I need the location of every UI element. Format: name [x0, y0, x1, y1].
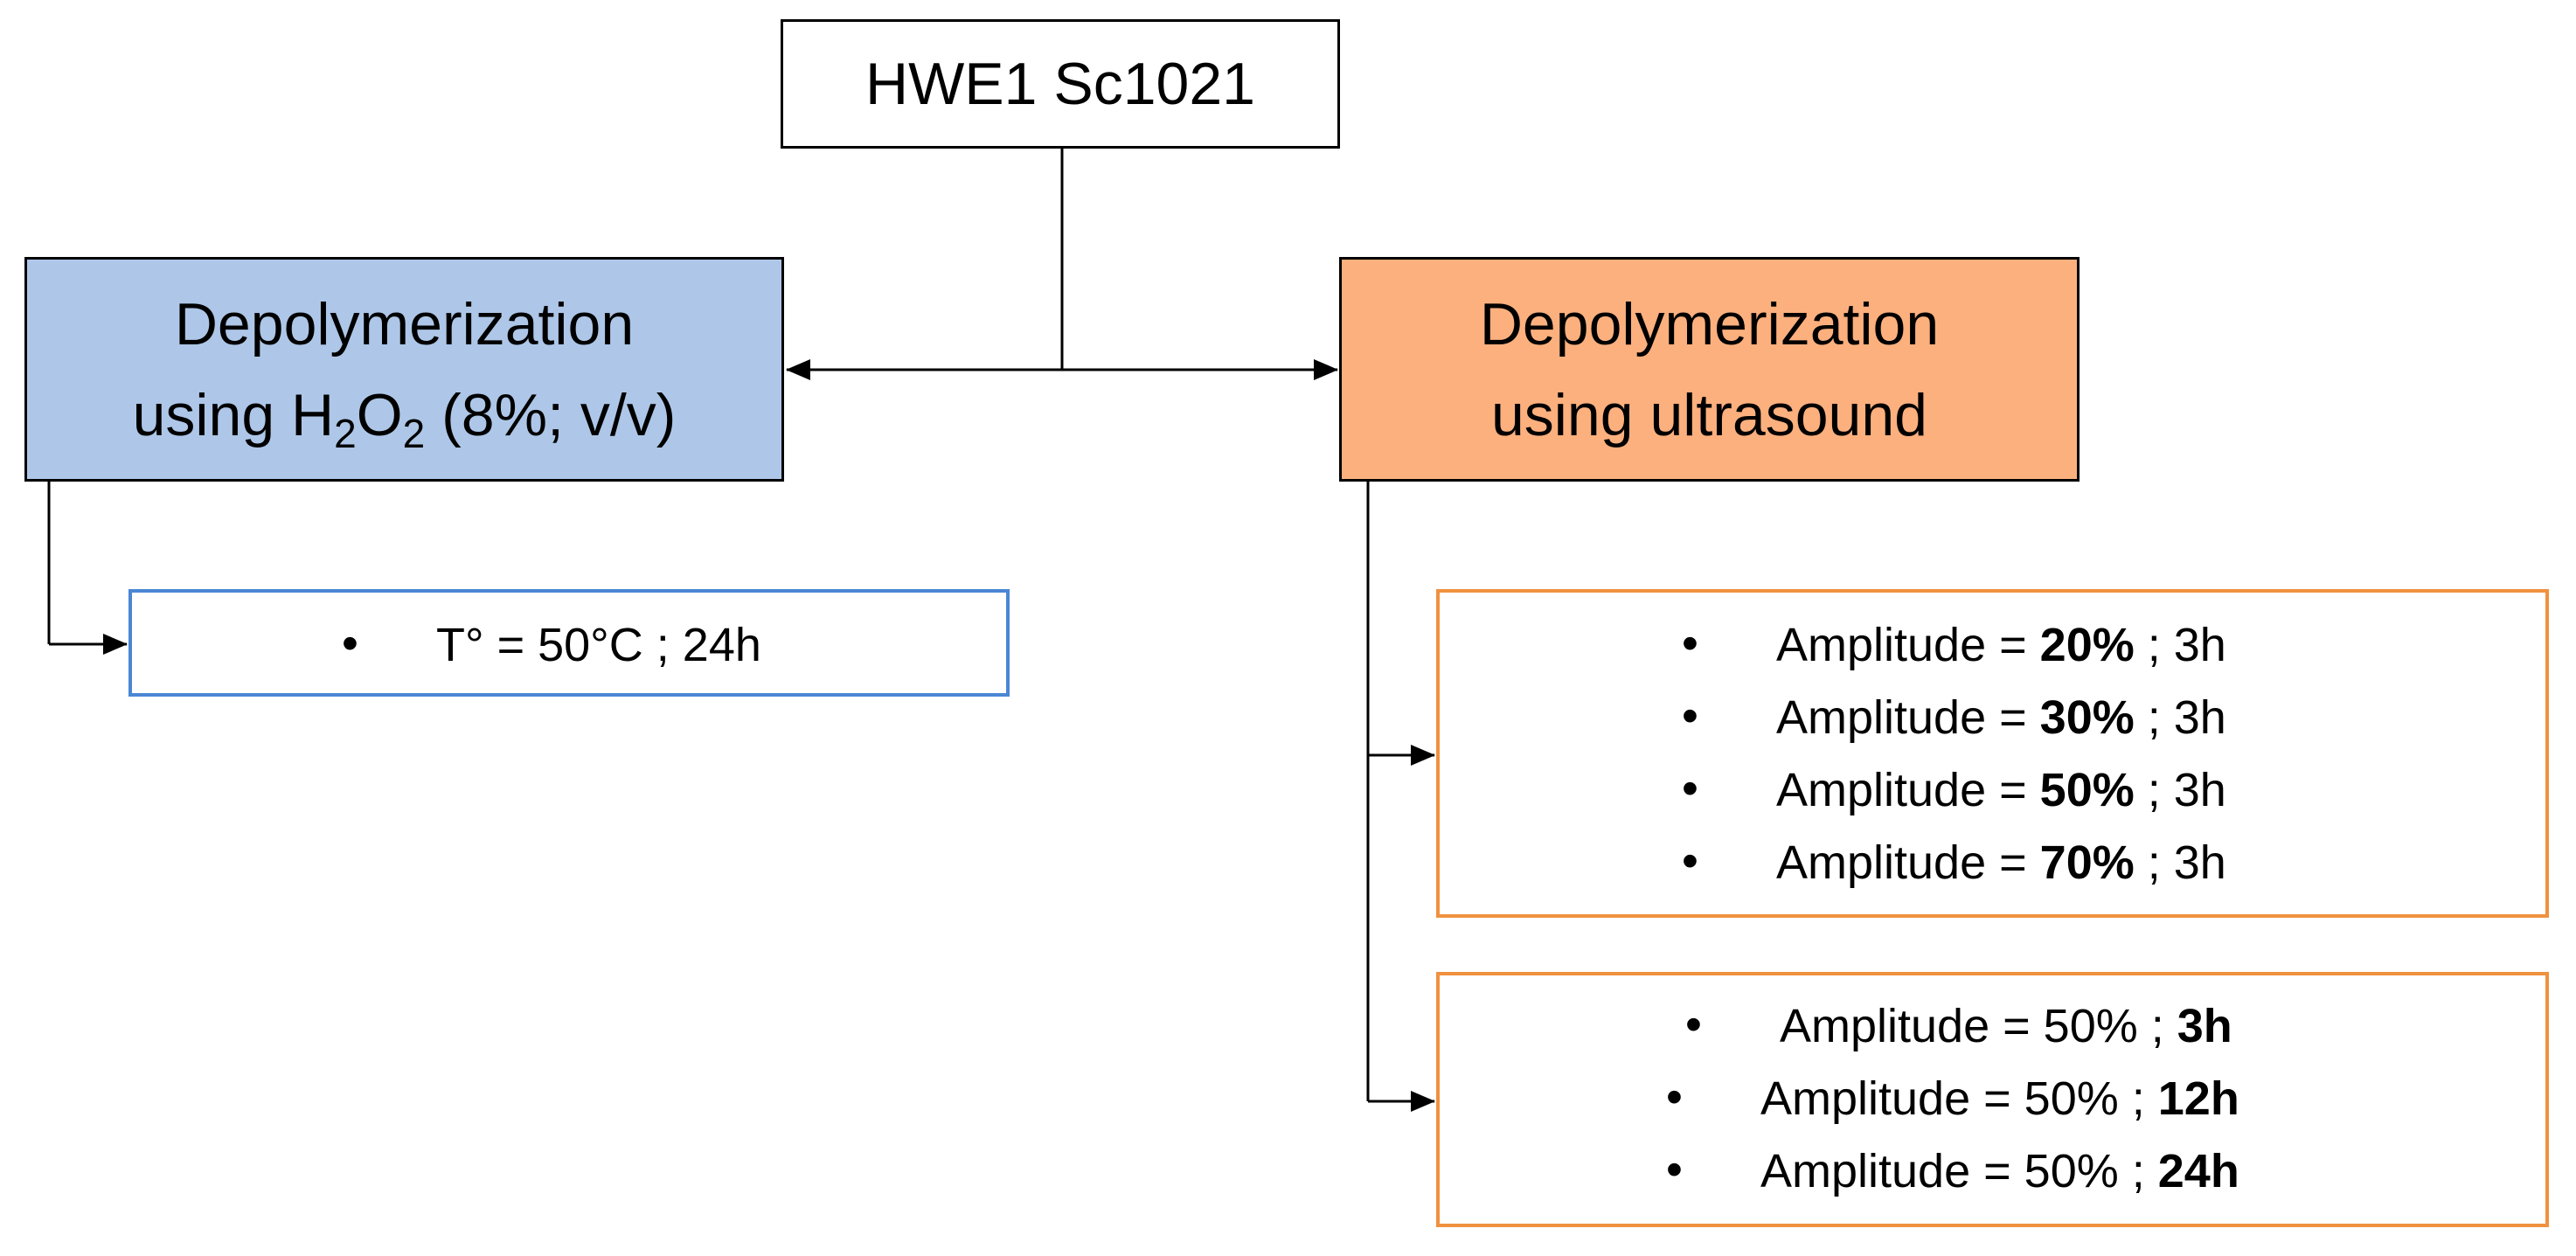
condition-highlight: 24h [2157, 1145, 2239, 1197]
h2o2-condition-box: • T° = 50°C ; 24h [128, 589, 1010, 697]
condition-prefix: Amplitude = [1776, 619, 2040, 671]
condition-row: Amplitude = 20% ; 3h [1776, 621, 2226, 669]
condition-highlight: 30% [2039, 691, 2135, 744]
condition-prefix: Amplitude = 50% ; [1780, 1000, 2177, 1052]
condition-prefix: Amplitude = 50% ; [1760, 1145, 2158, 1197]
condition-prefix: Amplitude = 50% ; [1760, 1072, 2158, 1125]
condition-highlight: 12h [2157, 1072, 2239, 1125]
bullet-icon: • [1682, 762, 1698, 815]
condition-prefix: Amplitude = [1776, 836, 2040, 889]
time-variation-box: • Amplitude = 50% ; 3h • Amplitude = 50% ; … [1436, 972, 2549, 1227]
condition-prefix: Amplitude = [1776, 764, 2040, 816]
condition-row: Amplitude = 50% ; 3h [1780, 1003, 2232, 1050]
condition-prefix: Amplitude = [1776, 691, 2040, 744]
condition-row: Amplitude = 30% ; 3h [1776, 694, 2226, 741]
condition-suffix: ; 3h [2134, 619, 2226, 671]
bullet-icon: • [1666, 1071, 1683, 1123]
bullet-icon: • [1682, 835, 1698, 887]
condition-suffix: ; 3h [2134, 691, 2226, 744]
bullet-icon: • [1685, 998, 1702, 1051]
condition-highlight: 3h [2177, 1000, 2232, 1052]
ultrasound-title-line1: Depolymerization [1479, 290, 1940, 357]
bullet-icon: • [1682, 690, 1698, 742]
h2o2-title-line1: Depolymerization [174, 290, 635, 357]
bullet-icon: • [342, 617, 358, 670]
h2o2-title-line2: using H2O2 (8%; v/v) [132, 381, 677, 456]
ultrasound-title-line2: using ultrasound [1490, 381, 1927, 448]
condition-row: Amplitude = 50% ; 24h [1760, 1148, 2239, 1195]
condition-row: Amplitude = 50% ; 12h [1760, 1075, 2239, 1122]
condition-highlight: 20% [2039, 619, 2135, 671]
condition-suffix: ; 3h [2134, 764, 2226, 816]
condition-row: Amplitude = 50% ; 3h [1776, 767, 2226, 814]
h2o2-condition-text: T° = 50°C ; 24h [436, 619, 761, 671]
condition-highlight: 50% [2039, 764, 2135, 816]
root-sample-label: HWE1 Sc1021 [865, 51, 1255, 117]
condition-highlight: 70% [2039, 836, 2135, 889]
root-sample-box: HWE1 Sc1021 [781, 19, 1340, 149]
bullet-icon: • [1682, 617, 1698, 670]
ultrasound-method-box: Depolymerization using ultrasound [1339, 257, 2080, 482]
condition-row: Amplitude = 70% ; 3h [1776, 839, 2226, 886]
bullet-icon: • [1666, 1143, 1683, 1196]
amplitude-variation-box: • Amplitude = 20% ; 3h • Amplitude = 30% ; … [1436, 589, 2549, 918]
h2o2-method-box: Depolymerization using H2O2 (8%; v/v) [24, 257, 784, 482]
condition-suffix: ; 3h [2134, 836, 2226, 889]
